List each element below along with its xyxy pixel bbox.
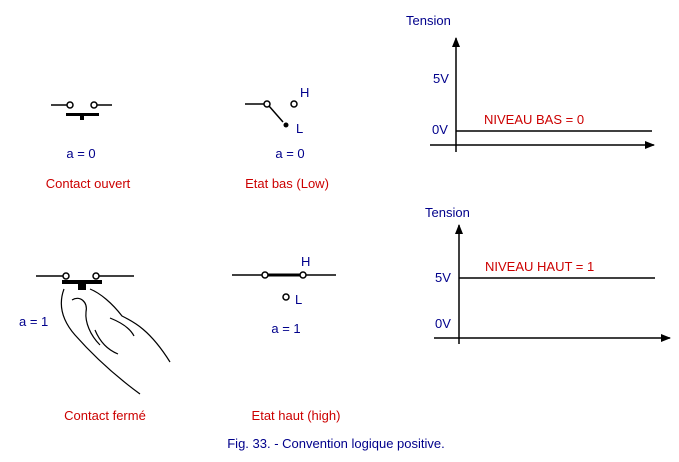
switch-high-label-h: H <box>301 254 310 269</box>
graph-high-axis-label: Tension <box>425 205 470 220</box>
figure-caption: Fig. 33. - Convention logique positive. <box>227 436 445 451</box>
switch-low-caption: Etat bas (Low) <box>245 176 329 191</box>
graph-high-tick-0v: 0V <box>435 316 451 331</box>
finger-illustration <box>60 288 171 395</box>
graph-low-tick-0v: 0V <box>432 122 448 137</box>
switch-low-label-h: H <box>300 85 309 100</box>
switch-low-value: a = 0 <box>275 146 304 161</box>
switch-low-label-l: L <box>296 121 303 136</box>
open-contact-symbol <box>51 101 112 120</box>
graph-high-tick-5v: 5V <box>435 270 451 285</box>
graph-high <box>434 224 671 344</box>
graph-low-axis-label: Tension <box>406 13 451 28</box>
graph-high-level-label: NIVEAU HAUT = 1 <box>485 259 594 274</box>
graph-low <box>430 37 655 152</box>
closed-contact-value: a = 1 <box>19 314 48 329</box>
switch-high-label-l: L <box>295 292 302 307</box>
closed-contact-symbol <box>36 272 134 290</box>
switch-high-symbol <box>232 271 336 301</box>
graph-low-tick-5v: 5V <box>433 71 449 86</box>
switch-high-caption: Etat haut (high) <box>252 408 341 423</box>
switch-low-symbol <box>245 100 298 128</box>
open-contact-caption: Contact ouvert <box>46 176 131 191</box>
open-contact-value: a = 0 <box>66 146 95 161</box>
switch-high-value: a = 1 <box>271 321 300 336</box>
graph-low-level-label: NIVEAU BAS = 0 <box>484 112 584 127</box>
closed-contact-caption: Contact fermé <box>64 408 146 423</box>
